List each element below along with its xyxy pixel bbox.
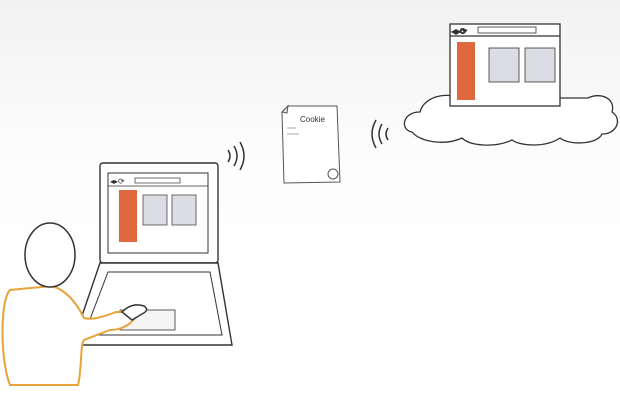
content-panel — [488, 47, 520, 83]
sidebar-block — [457, 42, 475, 100]
cloud-shape — [403, 94, 619, 146]
hand — [120, 304, 148, 321]
browser-nav-icons: ◂▸⟳ — [110, 177, 125, 186]
signal-waves-laptop — [227, 141, 245, 171]
cloud-server: ◂▸⟳ — [403, 23, 619, 146]
torso — [1, 284, 143, 386]
content-panel — [524, 47, 556, 83]
content-panel — [142, 194, 168, 226]
sidebar-block — [119, 190, 137, 242]
cookie-title: Cookie — [300, 115, 325, 124]
person — [1, 222, 148, 386]
signal-waves-cloud — [371, 119, 389, 149]
head — [24, 222, 76, 288]
seal-icon — [327, 168, 339, 180]
cookie-document — [280, 104, 341, 184]
content-panel — [171, 194, 197, 226]
server-browser-window: ◂▸⟳ — [449, 23, 561, 107]
browser-nav-icons: ◂▸⟳ — [452, 27, 467, 36]
